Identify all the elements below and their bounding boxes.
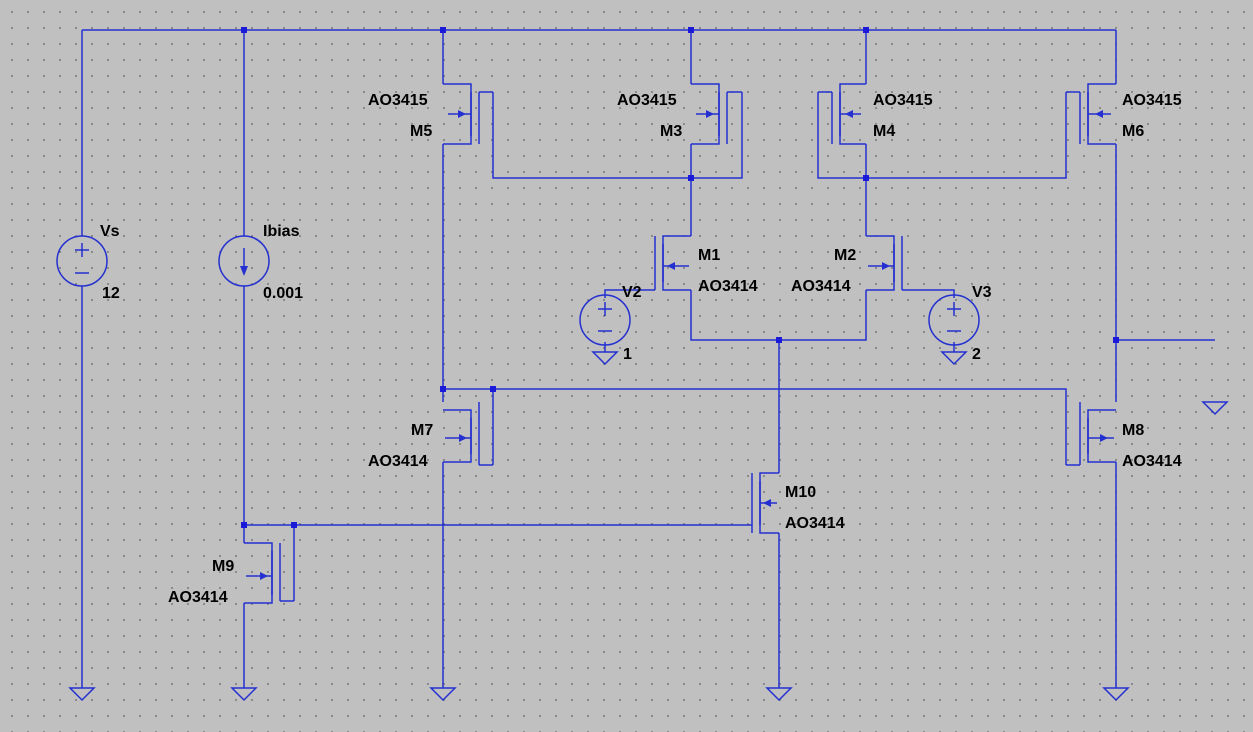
grounds xyxy=(68,351,1229,702)
junction-dot xyxy=(241,522,247,528)
ground-icon xyxy=(1102,687,1130,702)
m1-part: AO3414 xyxy=(698,278,758,295)
junctions xyxy=(241,27,1119,528)
ibias-value: 0.001 xyxy=(263,285,303,302)
m1-name: M1 xyxy=(698,247,720,264)
ground-icon xyxy=(940,351,968,366)
vs-value: 12 xyxy=(102,285,120,302)
m10-part: AO3414 xyxy=(785,515,845,532)
junction-dot xyxy=(490,386,496,392)
ground-icon xyxy=(591,351,619,366)
nmos-icon xyxy=(866,235,903,291)
wires xyxy=(81,29,1215,688)
ibias-name: Ibias xyxy=(263,223,300,240)
vs-name: Vs xyxy=(100,223,120,240)
transistor-m9[interactable]: M9 AO3414 xyxy=(168,542,294,606)
v3-value: 2 xyxy=(972,346,981,363)
junction-dot xyxy=(1113,337,1119,343)
v3-source[interactable]: V3 2 xyxy=(928,284,992,363)
m2-name: M2 xyxy=(834,247,856,264)
m9-part: AO3414 xyxy=(168,589,228,606)
m2-part: AO3414 xyxy=(791,278,851,295)
m3-name: M3 xyxy=(660,123,682,140)
ground-icon xyxy=(1201,401,1229,416)
transistor-m7[interactable]: M7 AO3414 xyxy=(368,402,493,470)
m4-part: AO3415 xyxy=(873,92,933,109)
nmos-icon xyxy=(244,542,294,604)
transistor-m10[interactable]: M10 AO3414 xyxy=(751,472,845,534)
voltage-source-icon xyxy=(928,294,980,346)
ground-icon xyxy=(230,687,258,702)
junction-dot xyxy=(776,337,782,343)
nmos-icon xyxy=(654,235,691,291)
junction-dot xyxy=(241,27,247,33)
voltage-source-icon xyxy=(56,235,108,287)
v3-name: V3 xyxy=(972,284,992,301)
m3-part: AO3415 xyxy=(617,92,677,109)
v2-value: 1 xyxy=(623,346,632,363)
m6-part: AO3415 xyxy=(1122,92,1182,109)
m10-name: M10 xyxy=(785,484,816,501)
ibias-source[interactable]: Ibias 0.001 xyxy=(218,223,303,302)
pmos-icon xyxy=(443,83,493,145)
ground-icon xyxy=(765,687,793,702)
transistor-m4[interactable]: AO3415 M4 xyxy=(818,83,933,145)
pmos-icon xyxy=(691,83,742,145)
transistor-m2[interactable]: M2 AO3414 xyxy=(791,235,903,295)
nmos-icon xyxy=(443,402,493,466)
nmos-icon xyxy=(751,472,779,534)
v2-name: V2 xyxy=(622,284,642,301)
junction-dot xyxy=(863,27,869,33)
transistor-m8[interactable]: M8 AO3414 xyxy=(1066,402,1182,470)
junction-dot xyxy=(291,522,297,528)
transistor-m5[interactable]: AO3415 M5 xyxy=(368,83,493,145)
current-source-icon xyxy=(218,235,270,287)
m5-name: M5 xyxy=(410,123,432,140)
junction-dot xyxy=(688,175,694,181)
m5-part: AO3415 xyxy=(368,92,428,109)
junction-dot xyxy=(863,175,869,181)
vs-source[interactable]: Vs 12 xyxy=(56,223,120,302)
m8-name: M8 xyxy=(1122,422,1144,439)
transistor-m3[interactable]: AO3415 M3 xyxy=(617,83,742,145)
pmos-icon xyxy=(818,83,866,145)
junction-dot xyxy=(440,27,446,33)
ground-icon xyxy=(429,687,457,702)
junction-dot xyxy=(440,386,446,392)
transistor-m6[interactable]: AO3415 M6 xyxy=(1066,83,1182,145)
m8-part: AO3414 xyxy=(1122,453,1182,470)
junction-dot xyxy=(688,27,694,33)
m7-name: M7 xyxy=(411,422,433,439)
transistor-m1[interactable]: M1 AO3414 xyxy=(654,235,758,295)
m7-part: AO3414 xyxy=(368,453,428,470)
voltage-source-icon xyxy=(579,294,631,346)
ground-icon xyxy=(68,687,96,702)
m6-name: M6 xyxy=(1122,123,1144,140)
nmos-icon xyxy=(1066,402,1116,466)
m4-name: M4 xyxy=(873,123,895,140)
v2-source[interactable]: V2 1 xyxy=(579,284,642,363)
pmos-icon xyxy=(1066,83,1116,145)
m9-name: M9 xyxy=(212,558,234,575)
